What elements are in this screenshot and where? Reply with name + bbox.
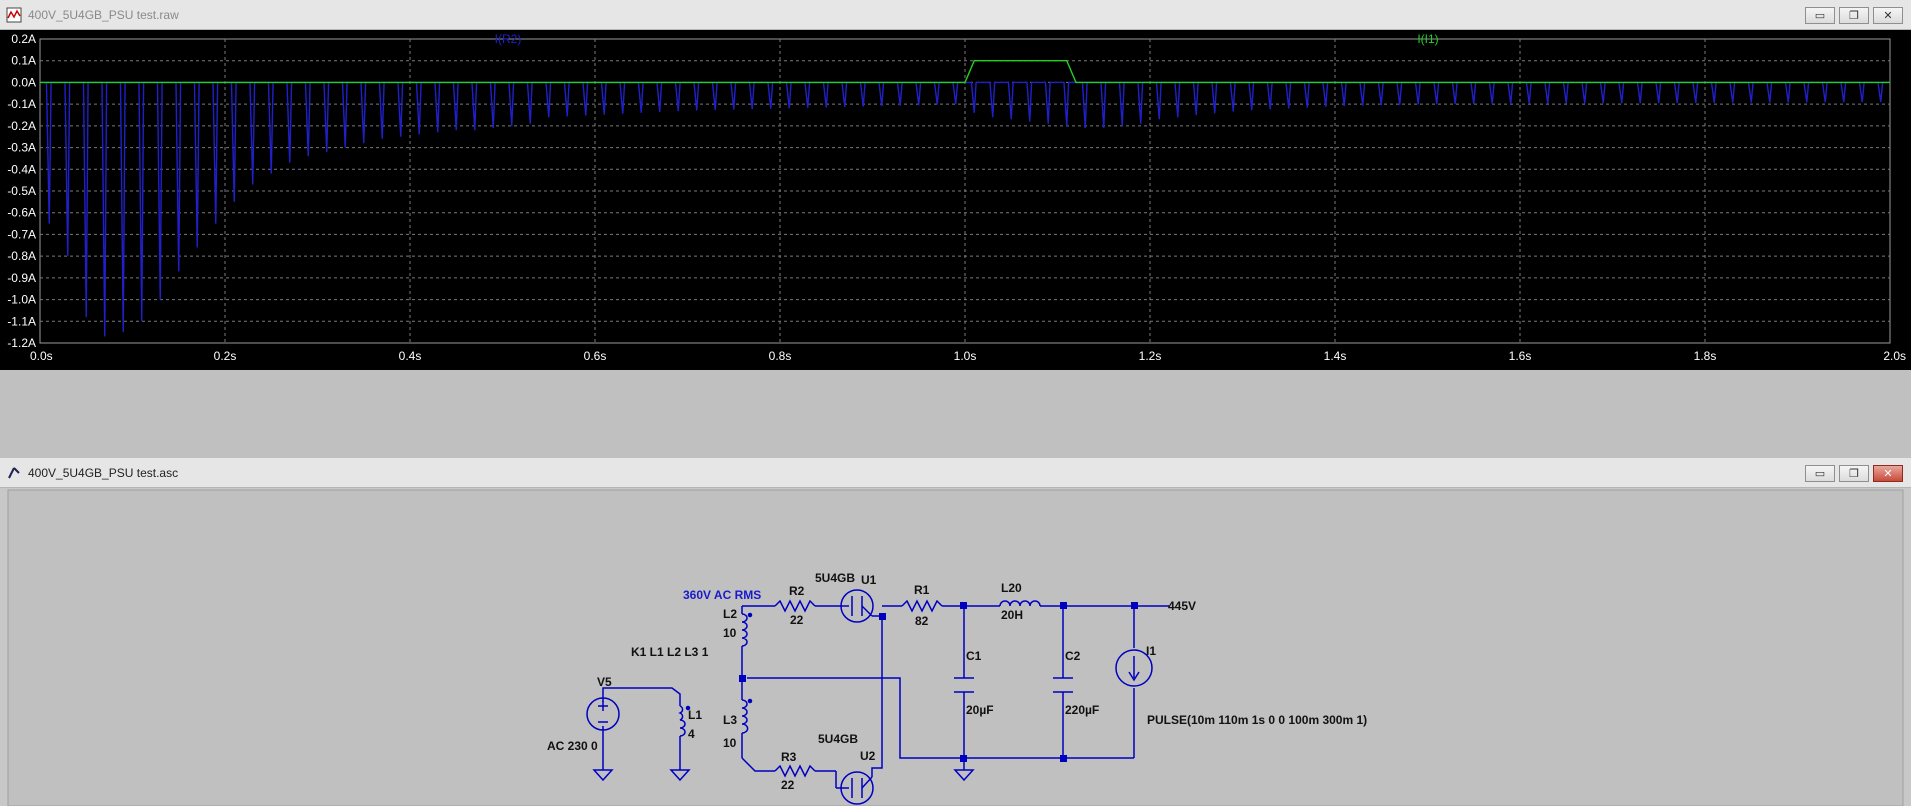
label-node-445v[interactable]: 445V: [1168, 599, 1196, 613]
current-source-i1: [1115, 649, 1153, 687]
x-tick-label: 0.4s: [399, 349, 422, 363]
x-tick-label: 0.8s: [769, 349, 792, 363]
y-tick-label: -1.0A: [7, 293, 36, 307]
label-r2[interactable]: R2: [789, 584, 805, 598]
label-c1-value[interactable]: 20µF: [966, 703, 994, 717]
y-tick-label: 0.1A: [11, 54, 36, 68]
label-r1-value[interactable]: 82: [915, 614, 929, 628]
label-u1-model[interactable]: 5U4GB: [815, 571, 855, 585]
schematic-app-icon: [8, 466, 20, 478]
y-tick-label: 0.2A: [11, 32, 36, 46]
y-tick-label: -0.2A: [7, 119, 36, 133]
y-tick-label: -1.2A: [7, 336, 36, 350]
x-tick-label: 0.6s: [584, 349, 607, 363]
y-tick-label: -0.9A: [7, 271, 36, 285]
x-tick-label: 0.2s: [214, 349, 237, 363]
resistor-r3: [774, 764, 816, 778]
x-tick-label: 1.2s: [1139, 349, 1162, 363]
y-tick-label: -0.7A: [7, 227, 36, 241]
plot-background: [0, 30, 1911, 370]
label-l20[interactable]: L20: [1001, 581, 1022, 595]
y-tick-label: -0.3A: [7, 141, 36, 155]
waveform-plot[interactable]: 0.2A 0.1A 0.0A -0.1A -0.2A -0.3A -0.4A -0.5A -0.…: [0, 30, 1911, 370]
minimize-button[interactable]: ▭: [1805, 465, 1835, 482]
label-l2[interactable]: L2: [723, 607, 737, 621]
waveform-app-icon: [6, 7, 22, 22]
label-l3[interactable]: L3: [723, 713, 737, 727]
trace-i-i1[interactable]: [40, 60, 1890, 84]
y-tick-label: -0.5A: [7, 184, 36, 198]
y-tick-label: -1.1A: [7, 314, 36, 328]
legend-i-r2[interactable]: I(R2): [495, 32, 522, 46]
resistor-r1: [901, 599, 943, 613]
label-l3-value[interactable]: 10: [723, 736, 737, 750]
inductor-l1: [678, 705, 686, 737]
label-v5[interactable]: V5: [597, 675, 612, 689]
minimize-button[interactable]: ▭: [1805, 7, 1835, 24]
junctions: [739, 602, 1138, 762]
label-coupling[interactable]: K1 L1 L2 L3 1: [631, 645, 709, 659]
label-l1-value[interactable]: 4: [688, 727, 695, 741]
resistor-r2: [774, 599, 816, 613]
schematic-window-title: 400V_5U4GB_PSU test.asc: [28, 465, 179, 480]
y-tick-label: -0.1A: [7, 97, 36, 111]
y-tick-label: -0.6A: [7, 206, 36, 220]
close-button[interactable]: ✕: [1873, 7, 1903, 24]
label-ac-rms[interactable]: 360V AC RMS: [683, 588, 761, 602]
legend-i-i1[interactable]: I(I1): [1417, 32, 1438, 46]
label-r1[interactable]: R1: [914, 583, 930, 597]
x-tick-label: 1.6s: [1509, 349, 1532, 363]
inductor-l20: [999, 600, 1041, 607]
label-c2[interactable]: C2: [1065, 649, 1081, 663]
label-r3-value[interactable]: 22: [781, 778, 795, 792]
schematic-background: [7, 489, 1904, 806]
voltage-source-v5: [586, 697, 620, 731]
inductor-l3: [741, 699, 749, 734]
label-c2-value[interactable]: 220µF: [1065, 703, 1099, 717]
ground-symbol: [669, 769, 691, 782]
x-tick-label: 2.0s: [1883, 349, 1906, 363]
label-u1[interactable]: U1: [861, 573, 877, 587]
close-button[interactable]: ✕: [1873, 465, 1903, 482]
y-tick-label: 0.0A: [11, 75, 36, 89]
label-i1[interactable]: I1: [1146, 644, 1156, 658]
schematic-titlebar[interactable]: 400V_5U4GB_PSU test.asc ▭ ❐ ✕: [0, 458, 1911, 488]
x-tick-label: 1.8s: [1694, 349, 1717, 363]
y-tick-label: -0.4A: [7, 162, 36, 176]
ground-symbol: [592, 769, 614, 782]
x-tick-label: 1.0s: [954, 349, 977, 363]
schematic-window: 400V_5U4GB_PSU test.asc ▭ ❐ ✕: [0, 458, 1911, 806]
label-i1-value[interactable]: PULSE(10m 110m 1s 0 0 100m 300m 1): [1147, 713, 1367, 727]
label-l2-value[interactable]: 10: [723, 626, 737, 640]
label-r3[interactable]: R3: [781, 750, 797, 764]
label-v5-value[interactable]: AC 230 0: [547, 739, 598, 753]
label-r2-value[interactable]: 22: [790, 613, 804, 627]
x-tick-label: 1.4s: [1324, 349, 1347, 363]
components: [586, 589, 1153, 805]
y-tick-label: -0.8A: [7, 249, 36, 263]
schematic-canvas[interactable]: 360V AC RMS L2 10 R2 22 5U4GB U1 R1 82 L…: [0, 488, 1911, 806]
maximize-button[interactable]: ❐: [1839, 465, 1869, 482]
label-l1[interactable]: L1: [688, 708, 702, 722]
label-l20-value[interactable]: 20H: [1001, 608, 1023, 622]
waveform-window-title: 400V_5U4GB_PSU test.raw: [28, 7, 179, 22]
inductor-l2: [741, 613, 748, 647]
label-u2[interactable]: U2: [860, 749, 876, 763]
x-tick-label: 0.0s: [30, 349, 53, 363]
waveform-titlebar[interactable]: 400V_5U4GB_PSU test.raw ▭ ❐ ✕: [0, 0, 1911, 30]
maximize-button[interactable]: ❐: [1839, 7, 1869, 24]
label-u2-model[interactable]: 5U4GB: [818, 732, 858, 746]
wires: [602, 605, 1170, 777]
ground-symbol: [953, 769, 975, 782]
label-c1[interactable]: C1: [966, 649, 982, 663]
